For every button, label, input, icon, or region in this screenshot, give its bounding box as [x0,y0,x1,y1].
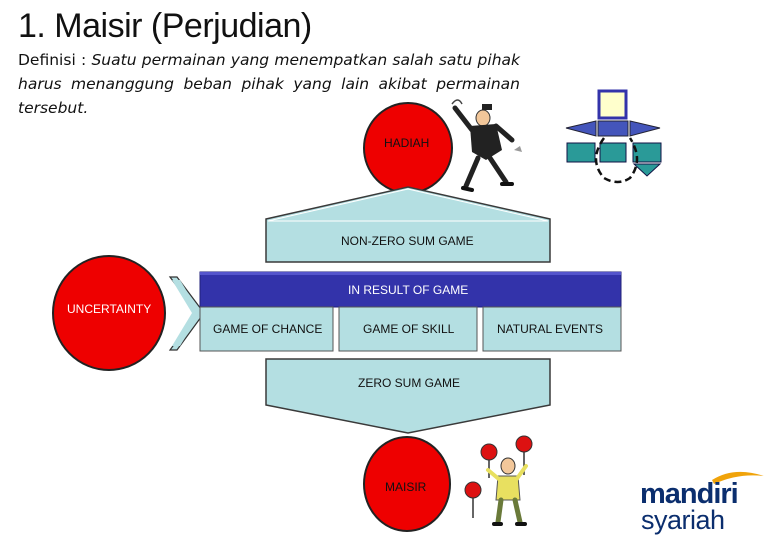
definition-lead: Definisi : [18,51,87,69]
natural-events-box [482,306,622,352]
logo-syariah-text: syariah [641,505,725,535]
definition-text: Definisi : Suatu permainan yang menempat… [18,48,520,120]
uncertainty-label: UNCERTAINTY [67,302,152,316]
stop-signs-man-icon [464,435,533,526]
non-zero-sum-label: NON-ZERO SUM GAME [341,234,474,248]
slide-title: 1. Maisir (Perjudian) [18,7,312,45]
hadiah-label: HADIAH [384,136,430,150]
network-diagram-icon [565,89,662,184]
non-zero-sum-arrow [265,186,551,263]
zero-sum-arrow [265,358,551,434]
game-of-skill-label: GAME OF SKILL [363,322,455,336]
uncertainty-circle [52,255,166,371]
maisir-circle [363,436,451,532]
in-result-band [199,271,622,308]
game-of-skill-box [338,306,478,352]
in-result-label: IN RESULT OF GAME [348,283,469,297]
logo-mandiri-text: mandiri [640,478,739,510]
mandiri-syariah-logo [712,471,764,484]
zero-sum-label: ZERO SUM GAME [358,376,461,390]
maisir-label: MAISIR [385,480,427,494]
natural-events-label: NATURAL EVENTS [497,322,604,336]
game-of-chance-label: GAME OF CHANCE [213,322,323,336]
definition-body: Suatu permainan yang menempatkan salah s… [18,51,521,117]
celebrating-man-icon [451,99,522,192]
game-of-chance-box [199,306,334,352]
